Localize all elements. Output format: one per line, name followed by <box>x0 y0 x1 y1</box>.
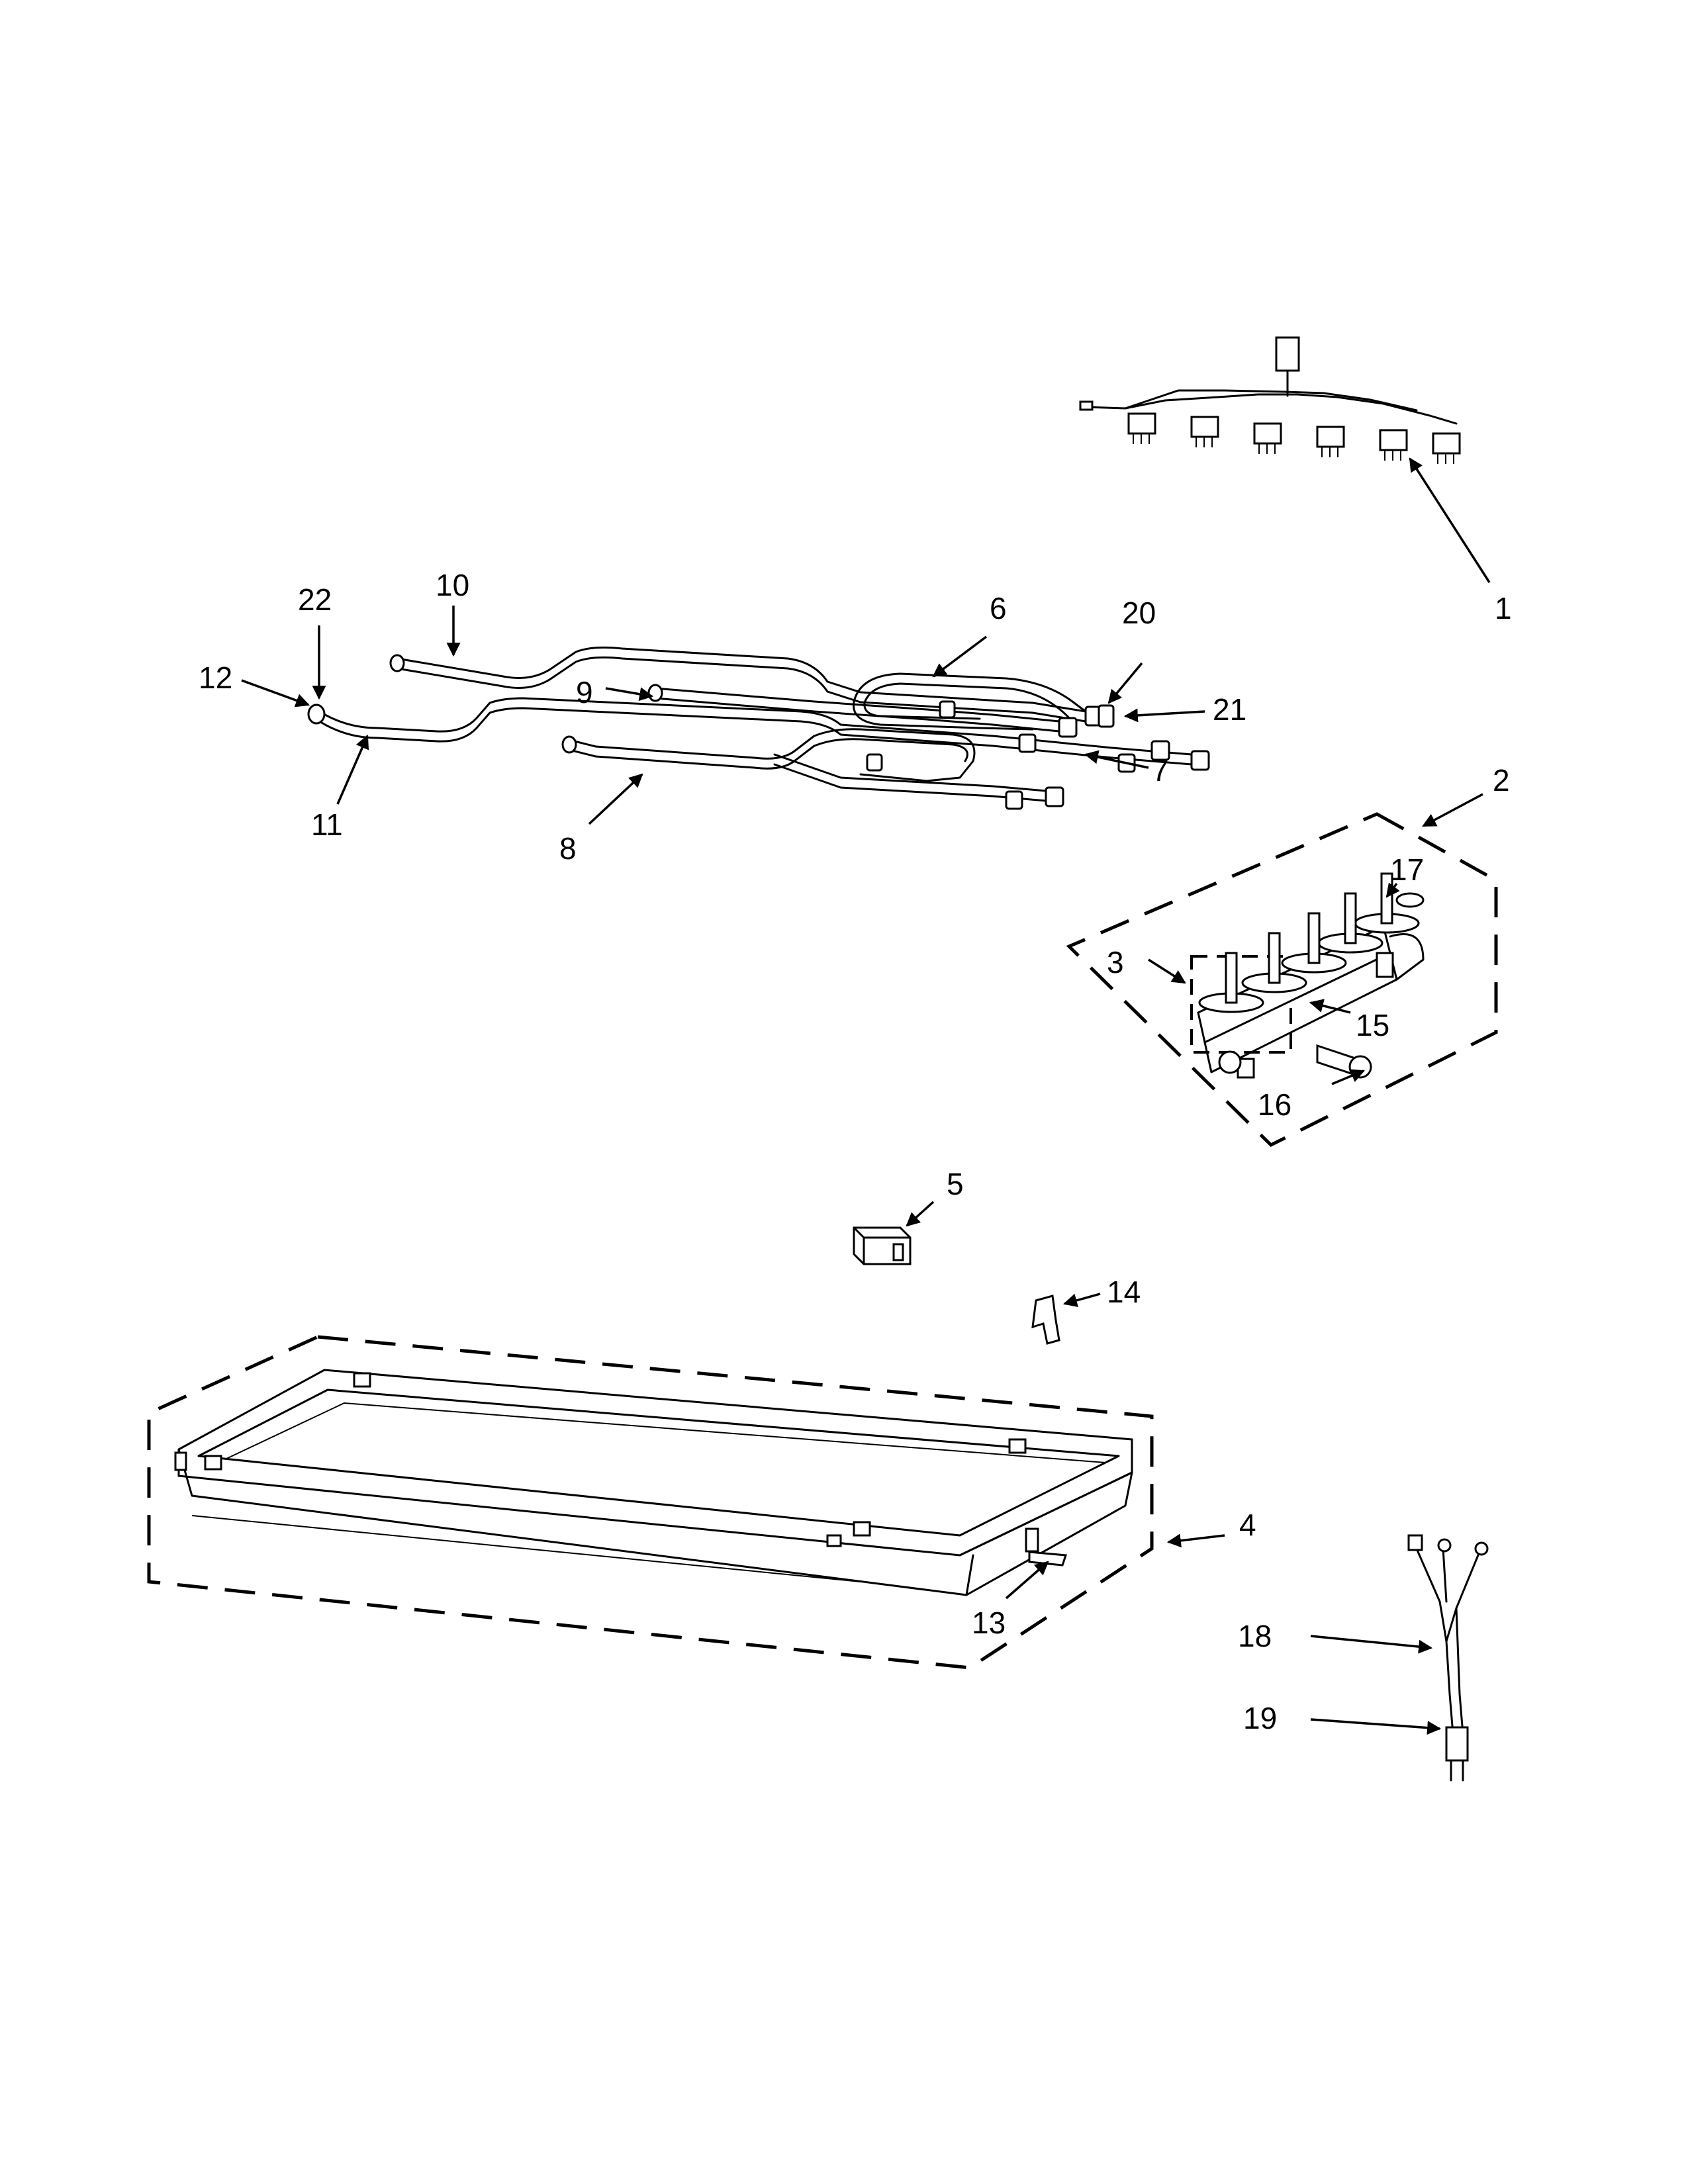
callout-labels: 1 2 3 4 5 6 7 8 9 10 11 12 13 14 15 16 1… <box>199 568 1512 1735</box>
callout-11: 11 <box>311 807 343 842</box>
tray-fasteners <box>174 1372 1027 1547</box>
callout-19: 19 <box>1243 1701 1277 1735</box>
callout-5: 5 <box>947 1167 964 1201</box>
callout-1: 1 <box>1495 591 1512 625</box>
spark-module-part <box>853 1226 912 1265</box>
callout-21: 21 <box>1213 692 1246 727</box>
callout-9: 9 <box>576 675 593 709</box>
callout-4: 4 <box>1239 1508 1256 1542</box>
callout-10: 10 <box>436 568 469 602</box>
callout-6: 6 <box>990 591 1007 625</box>
bracket-part <box>1031 1295 1060 1345</box>
callout-17: 17 <box>1390 852 1424 887</box>
gas-tube-assemblies <box>307 646 1210 810</box>
valve-manifold-group <box>1066 812 1498 1148</box>
wire-harness-part <box>1079 336 1461 464</box>
callout-13: 13 <box>972 1606 1006 1640</box>
callout-16: 16 <box>1258 1087 1291 1122</box>
tube-fittings <box>866 700 1210 810</box>
callout-3: 3 <box>1107 945 1124 979</box>
callout-8: 8 <box>559 831 577 866</box>
power-cord-part <box>1407 1534 1489 1782</box>
callout-leaders <box>241 457 1491 1735</box>
switch-row <box>1127 412 1461 464</box>
callout-14: 14 <box>1107 1275 1141 1309</box>
callout-20: 20 <box>1122 596 1156 630</box>
callout-18: 18 <box>1238 1619 1272 1653</box>
callout-7: 7 <box>1152 753 1169 788</box>
callout-2: 2 <box>1493 763 1510 797</box>
burner-valves <box>1198 872 1425 1013</box>
callout-12: 12 <box>199 660 232 695</box>
callout-22: 22 <box>298 582 332 617</box>
callout-15: 15 <box>1356 1008 1389 1042</box>
burner-box-group <box>147 1335 1154 1670</box>
